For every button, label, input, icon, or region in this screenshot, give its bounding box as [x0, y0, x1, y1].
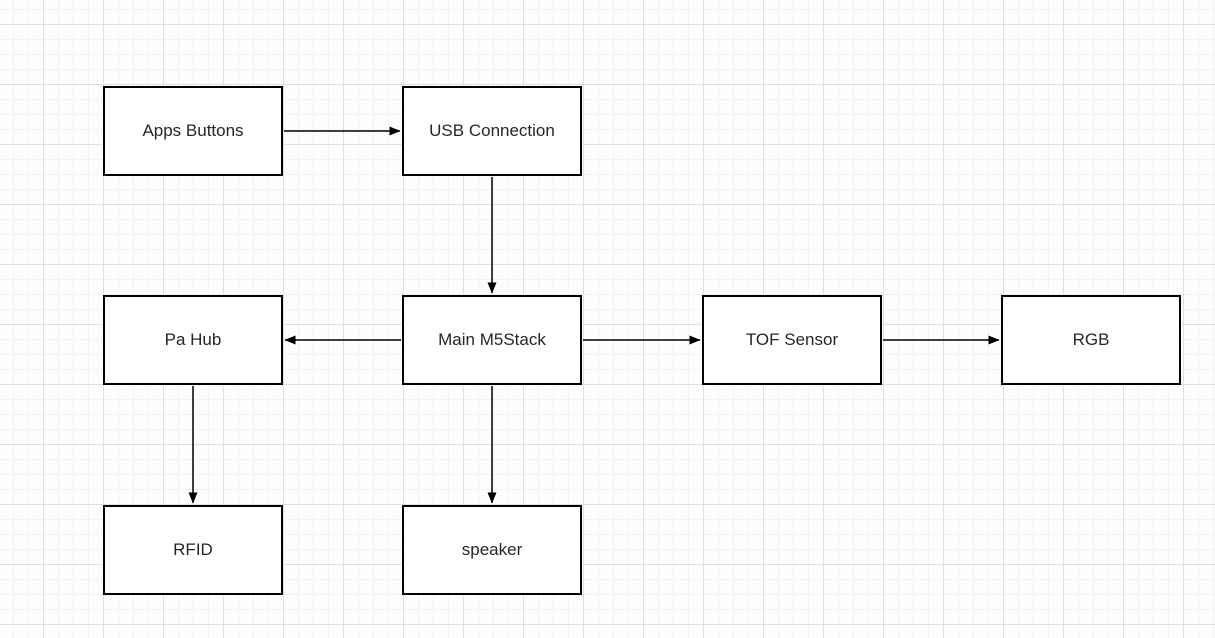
diagram-node-rgb[interactable]: RGB: [1001, 295, 1181, 385]
diagram-node-pa-hub[interactable]: Pa Hub: [103, 295, 283, 385]
node-label: TOF Sensor: [745, 329, 839, 349]
node-label: USB Connection: [429, 120, 555, 140]
node-label: RFID: [173, 539, 213, 559]
node-label: speaker: [461, 539, 523, 559]
node-label: RGB: [1072, 329, 1110, 349]
diagram-node-tof-sensor[interactable]: TOF Sensor: [702, 295, 882, 385]
node-label: Apps Buttons: [142, 120, 244, 140]
node-label: Main M5Stack: [438, 329, 546, 349]
diagram-node-usb-connection[interactable]: USB Connection: [402, 86, 582, 176]
diagram-node-rfid[interactable]: RFID: [103, 505, 283, 595]
node-label: Pa Hub: [164, 329, 222, 349]
diagram-node-speaker[interactable]: speaker: [402, 505, 582, 595]
diagram-node-apps-buttons[interactable]: Apps Buttons: [103, 86, 283, 176]
diagram-node-main-m5stack[interactable]: Main M5Stack: [402, 295, 582, 385]
